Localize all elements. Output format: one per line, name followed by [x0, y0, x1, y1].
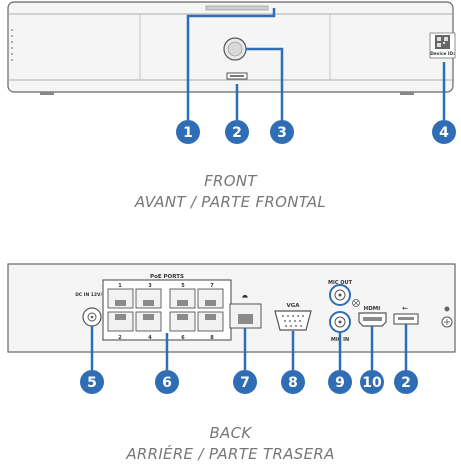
- network-icon: ⯊: [242, 294, 248, 302]
- indicator-icon: [444, 306, 450, 312]
- svg-text:9: 9: [335, 375, 345, 391]
- svg-text:5: 5: [87, 375, 97, 391]
- vga-port: [274, 310, 312, 331]
- svg-text:1: 1: [118, 283, 122, 289]
- callout-9: 9: [328, 370, 352, 394]
- foot-right: [400, 92, 414, 95]
- vga-pins: [282, 315, 304, 327]
- svg-text:4: 4: [439, 125, 449, 141]
- foot-left: [40, 92, 54, 95]
- callout-4: 4: [432, 120, 456, 144]
- callout-1: 1: [176, 120, 200, 144]
- svg-text:7: 7: [210, 283, 214, 289]
- poe-port-numbers-bottom: 2 4 6 8: [118, 335, 214, 341]
- poe-port-numbers-top: 1 3 5 7: [118, 283, 214, 289]
- power-label: DC IN 12V/5A: [75, 292, 109, 298]
- front-panel: Device ID:: [7, 1, 456, 95]
- callout-8: 8: [281, 370, 305, 394]
- svg-text:3: 3: [277, 125, 287, 141]
- back-callout-lines: [90, 324, 408, 370]
- vent-dots: [11, 29, 13, 61]
- front-callouts: 1 2 3 4: [176, 120, 456, 144]
- status-led-bar: [205, 5, 269, 11]
- svg-text:8: 8: [288, 375, 298, 391]
- usb-icon: ⭠: [402, 304, 408, 312]
- vga-label: VGA: [286, 303, 300, 309]
- svg-text:6: 6: [181, 335, 185, 341]
- svg-text:8: 8: [210, 335, 214, 341]
- svg-text:3: 3: [148, 283, 152, 289]
- callout-6: 6: [155, 370, 179, 394]
- mic-out-label: MIC OUT: [328, 280, 353, 286]
- svg-text:6: 6: [162, 375, 172, 391]
- poe-label: PoE PORTS: [150, 274, 184, 280]
- svg-text:2: 2: [118, 335, 122, 341]
- front-caption-line1: FRONT: [204, 172, 257, 190]
- callout-2-front: 2: [225, 120, 249, 144]
- callout-3: 3: [270, 120, 294, 144]
- svg-text:4: 4: [148, 335, 152, 341]
- svg-text:1: 1: [183, 125, 193, 141]
- svg-text:2: 2: [232, 125, 242, 141]
- hdmi-label: HDMI: [364, 306, 381, 312]
- callout-10: 10: [360, 370, 384, 394]
- front-callout-lines: [186, 8, 446, 120]
- svg-text:7: 7: [240, 375, 250, 391]
- svg-text:2: 2: [401, 375, 411, 391]
- svg-text:10: 10: [362, 375, 382, 391]
- svg-text:5: 5: [181, 283, 185, 289]
- poe-ports: [107, 288, 224, 332]
- device-id-label: Device ID:: [430, 51, 455, 57]
- callout-2-back: 2: [394, 370, 418, 394]
- front-caption-line2: AVANT / PARTE FRONTAL: [134, 193, 327, 211]
- callout-5: 5: [80, 370, 104, 394]
- callout-7: 7: [233, 370, 257, 394]
- poe-port-clips: [115, 300, 216, 320]
- back-panel: DC IN 12V/5A PoE PORTS 1 3 5 7 2 4 6 8: [7, 263, 456, 353]
- back-caption-line2: ARRIÉRE / PARTE TRASERA: [126, 445, 335, 463]
- back-callouts: 5 6 7 8 9 10 2: [80, 370, 418, 394]
- back-caption-line1: BACK: [209, 424, 252, 442]
